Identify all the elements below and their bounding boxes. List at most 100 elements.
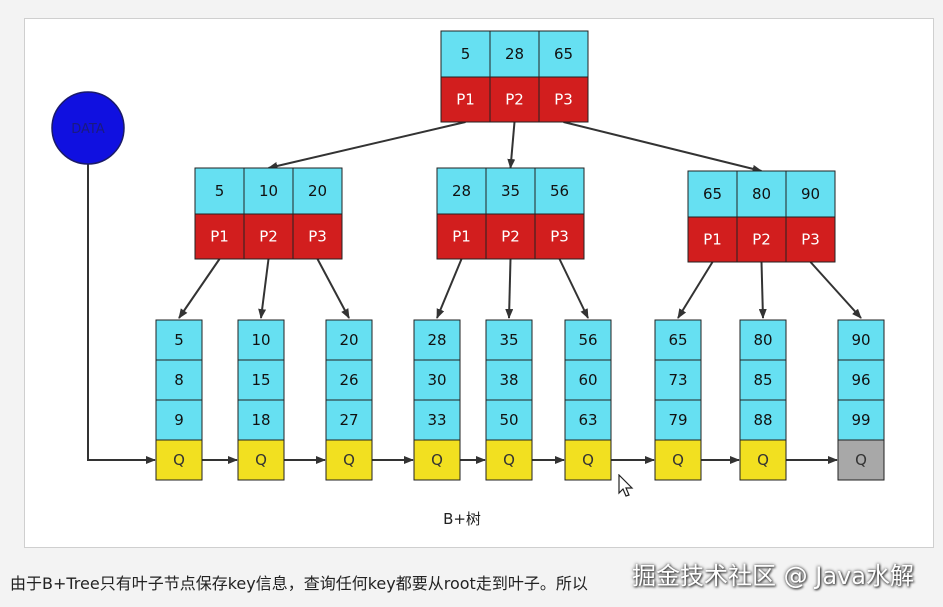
internal-node-3-pointer-2: P3 — [801, 231, 820, 249]
root-node-pointer-0: P1 — [456, 91, 475, 109]
leaf-6-key-2: 63 — [578, 411, 597, 429]
leaf-6-key-0-box — [564, 319, 612, 361]
leaf-node-6: 56 60 63Q — [564, 319, 612, 481]
leaf-7-key-1: 73 — [668, 371, 687, 389]
internal-node-2-key-2: 56 — [550, 182, 569, 200]
root-node-key-0: 5 — [461, 45, 471, 63]
leaf-2-q: Q — [255, 451, 267, 469]
internal-node-2-pointer-0: P1 — [452, 228, 471, 246]
internal-node-3-key-1: 80 — [752, 185, 771, 203]
internal-node-2-key-0-box — [436, 167, 487, 215]
leaf-7-key-1-box — [654, 359, 702, 401]
leaf-9-key-1-box — [837, 359, 885, 401]
leaf-5-key-2: 50 — [499, 411, 518, 429]
data-node: DATA — [51, 91, 125, 165]
caption-text: 由于B+Tree只有叶子节点保存key信息，查询任何key都要从root走到叶子… — [10, 574, 588, 593]
leaf-1-key-0: 5 — [174, 331, 184, 349]
internal-node-3-pointer-2-box — [785, 216, 836, 263]
data-node-circle — [51, 91, 125, 165]
leaf-1-q-box — [155, 439, 203, 481]
leaf-1-key-1: 8 — [174, 371, 184, 389]
leaf-7-key-0-box — [654, 319, 702, 361]
root-to-internal-arrow-3 — [563, 121, 763, 173]
diagram-title: B+树 — [443, 510, 481, 528]
internal-1-to-leaf-1-arrow — [178, 258, 221, 319]
leaf-8-key-1-box — [739, 359, 787, 401]
leaf-6-key-0: 56 — [578, 331, 597, 349]
root-node-key-1-box — [489, 30, 540, 78]
internal-node-2-key-0: 28 — [452, 182, 471, 200]
leaf-2-key-2-box — [237, 399, 285, 441]
leaf-8-key-0: 80 — [753, 331, 772, 349]
leaf-3-key-2-box — [325, 399, 373, 441]
internal-node-1-key-0: 5 — [215, 182, 225, 200]
leaf-3-q: Q — [343, 451, 355, 469]
internal-node-2-pointer-2: P3 — [550, 228, 569, 246]
leaf-6-key-1: 60 — [578, 371, 597, 389]
root-to-internal-arrow-2 — [507, 121, 516, 169]
internal-node-2-pointer-2-box — [534, 213, 585, 260]
internal-1-to-leaf-2-arrow — [258, 258, 270, 319]
leaf-5-q-box — [485, 439, 533, 481]
leaf-7-key-0: 65 — [668, 331, 687, 349]
leaf-7-q-box — [654, 439, 702, 481]
leaf-8-key-1: 85 — [753, 371, 772, 389]
internal-node-2-pointer-0-box — [436, 213, 487, 260]
watermark-text: 掘金技术社区 @ Java水解 — [632, 562, 914, 590]
root-node-key-2-box — [538, 30, 589, 78]
leaf-6-q-box — [564, 439, 612, 481]
leaf-4-q: Q — [431, 451, 443, 469]
root-node-pointer-2: P3 — [554, 91, 573, 109]
internal-2-to-leaf-6-arrow — [558, 258, 589, 319]
leaf-8-key-2: 88 — [753, 411, 772, 429]
leaf-4-key-2: 33 — [427, 411, 446, 429]
root-node-pointer-0-box — [440, 76, 491, 123]
internal-node-1-pointer-2: P3 — [308, 228, 327, 246]
leaf-7-key-2: 79 — [668, 411, 687, 429]
internal-node-3-key-0: 65 — [703, 185, 722, 203]
leaf-7-q: Q — [672, 451, 684, 469]
leaf-8-key-2-box — [739, 399, 787, 441]
root-node-key-1: 28 — [505, 45, 524, 63]
leaf-2-key-1-box — [237, 359, 285, 401]
mouse-cursor-icon — [618, 474, 634, 497]
root-node-key-2: 65 — [554, 45, 573, 63]
internal-node-3-key-2-box — [785, 170, 836, 218]
internal-3-to-leaf-9-arrow — [809, 261, 862, 319]
leaf-5-key-0-box — [485, 319, 533, 361]
internal-node-1-pointer-1: P2 — [259, 228, 278, 246]
internal-node-2-key-2-box — [534, 167, 585, 215]
internal-node-1-key-0-box — [194, 167, 245, 215]
internal-1-to-leaf-3-arrow — [316, 258, 350, 319]
leaf-9-q: Q — [855, 451, 867, 469]
leaf-6-q: Q — [582, 451, 594, 469]
leaf-2-key-0-box — [237, 319, 285, 361]
internal-node-2-key-1: 35 — [501, 182, 520, 200]
internal-node-1-pointer-2-box — [292, 213, 343, 260]
internal-node-1-pointer-0-box — [194, 213, 245, 260]
internal-node-1-key-1: 10 — [259, 182, 278, 200]
leaf-1-key-0-box — [155, 319, 203, 361]
leaf-2-q-box — [237, 439, 285, 481]
leaf-8-q-box — [739, 439, 787, 481]
leaf-9-q-box — [837, 439, 885, 481]
leaf-9-key-1: 96 — [851, 371, 870, 389]
leaf-6-key-2-box — [564, 399, 612, 441]
edges-layer — [87, 121, 862, 464]
leaf-node-7: 65 73 79Q — [654, 319, 702, 481]
data-to-first-leaf-arrow — [87, 164, 156, 464]
internal-node-1-key-2: 20 — [308, 182, 327, 200]
internal-node-3-pointer-1: P2 — [752, 231, 771, 249]
root-node-pointer-2-box — [538, 76, 589, 123]
data-node-label: DATA — [71, 122, 105, 137]
leaf-2-key-0: 10 — [251, 331, 270, 349]
internal-node-1-pointer-0: P1 — [210, 228, 229, 246]
